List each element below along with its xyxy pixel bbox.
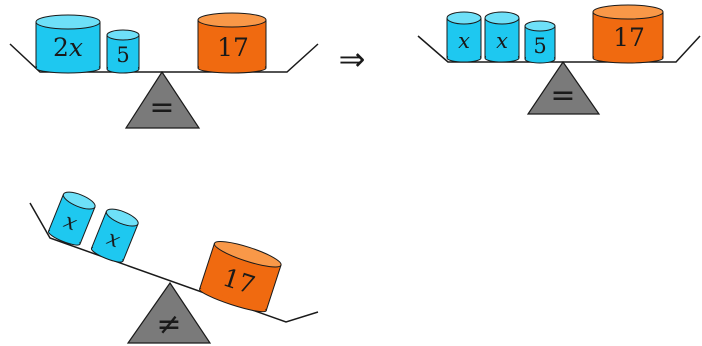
constant-cylinder-17: 17 (592, 4, 664, 64)
relation-symbol-3: ≠ (156, 307, 181, 342)
cylinder-label-17: 17 (217, 33, 249, 62)
fulcrum-1: = (124, 70, 201, 129)
constant-cylinder-17: 17 (197, 12, 267, 74)
beam-2 (417, 35, 701, 63)
variable-cylinder-x-1: x (446, 11, 482, 63)
coefficient-label: 2 (53, 33, 69, 62)
variable-cylinder-x-2: x (484, 11, 520, 63)
scale-2: = x x (417, 4, 701, 115)
variable-cylinder-2x: 2x (35, 14, 101, 74)
constant-cylinder-5: 5 (106, 29, 140, 74)
implies-arrow: ⇒ (339, 40, 366, 78)
cylinder-label-x: x (496, 29, 508, 53)
cylinder-label-2x: 2x (53, 33, 83, 62)
variable-cylinder-x-1: x (47, 191, 96, 246)
fulcrum-3: ≠ (126, 281, 212, 344)
cylinder-label-17: 17 (613, 23, 645, 52)
scale-3: ≠ x x (29, 191, 319, 344)
beam-1 (9, 43, 319, 73)
scale-1: = 2x 5 (9, 12, 319, 129)
variable-label: x (69, 33, 83, 62)
cylinder-label-5: 5 (116, 43, 129, 67)
fulcrum-2: = (526, 60, 601, 115)
relation-symbol-2: = (550, 78, 575, 113)
constant-cylinder-5: 5 (524, 20, 556, 64)
beam-3 (29, 202, 319, 323)
variable-cylinder-x-2: x (90, 208, 139, 263)
relation-symbol-1: = (149, 90, 174, 125)
cylinder-label-x: x (458, 29, 470, 53)
cylinder-label-5: 5 (533, 34, 546, 58)
constant-cylinder-17: 17 (199, 241, 282, 313)
